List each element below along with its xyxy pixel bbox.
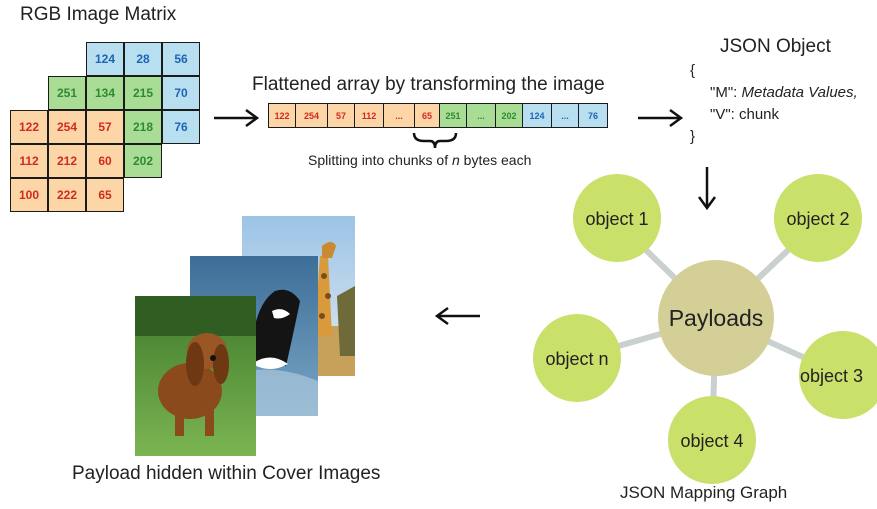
matrix-cell: 215 [124,76,162,110]
matrix-cell: 202 [124,144,162,178]
array-cell: ... [383,103,415,128]
node-label-object-1: object 1 [585,208,649,229]
json-close-brace: } [690,128,696,145]
json-object: { "M": Metadata Values, "V": chunk } [690,60,858,148]
node-label-payloads: Payloads [668,304,764,331]
json-m-key: "M": [710,84,742,101]
json-m-value: Metadata Values, [741,84,858,101]
json-object-title: JSON Object [720,36,831,57]
json-m-line: "M": Metadata Values, [690,82,858,104]
array-cell: 254 [295,103,328,128]
graph-node [533,314,621,402]
array-cell: 57 [327,103,355,128]
matrix-cell: 100 [10,178,48,212]
node-label-object-4: object 4 [680,430,744,451]
graph-node [774,174,862,262]
matrix-cell: 56 [162,42,200,76]
matrix-cell: 222 [48,178,86,212]
graph-node [573,174,661,262]
array-cell: 76 [578,103,608,128]
matrix-cell: 70 [162,76,200,110]
matrix-cell: 212 [48,144,86,178]
matrix-cell: 65 [86,178,124,212]
brace-icon [412,132,458,149]
matrix-cell: 251 [48,76,86,110]
cover-image-dog [135,296,256,456]
json-open-brace: { [690,62,696,79]
graph-node [799,331,877,419]
matrix-cell: 60 [86,144,124,178]
json-v-line: "V": chunk [710,106,780,123]
graph-node [668,396,756,484]
arrow-down-icon [697,167,717,211]
array-cell: 112 [354,103,384,128]
array-cell: 202 [495,103,523,128]
arrow-left-icon [434,306,480,326]
covers-caption: Payload hidden within Cover Images [72,463,381,484]
graph-center-node [658,260,774,376]
array-cell: 251 [439,103,467,128]
arrow-right-icon [638,108,684,128]
matrix-cell: 134 [86,76,124,110]
array-cell: 124 [522,103,552,128]
node-label-object-n: object n [545,348,609,369]
array-cell: 122 [268,103,296,128]
arrow-right-icon [214,108,260,128]
chunk-caption-post: bytes each [459,152,532,168]
node-label-object-3: object 3 [800,365,864,386]
matrix-cell: 112 [10,144,48,178]
chunk-caption: Splitting into chunks of n bytes each [308,152,531,168]
matrix-cell: 28 [124,42,162,76]
matrix-cell: 122 [10,110,48,144]
matrix-cell: 218 [124,110,162,144]
matrix-cell: 76 [162,110,200,144]
array-cell: ... [551,103,579,128]
chunk-caption-pre: Splitting into chunks of [308,152,452,168]
matrix-title: RGB Image Matrix [20,4,177,25]
matrix-cell: 254 [48,110,86,144]
matrix-cell: 124 [86,42,124,76]
node-label-object-2: object 2 [786,208,850,229]
matrix-cell: 57 [86,110,124,144]
chunk-caption-n: n [451,152,460,168]
flat-array-title: Flattened array by transforming the imag… [252,74,605,95]
graph-caption: JSON Mapping Graph [620,483,788,502]
rgb-matrix: 124 28 56 70 76 251 134 215 218 202 122 … [0,0,210,230]
array-cell: ... [466,103,496,128]
